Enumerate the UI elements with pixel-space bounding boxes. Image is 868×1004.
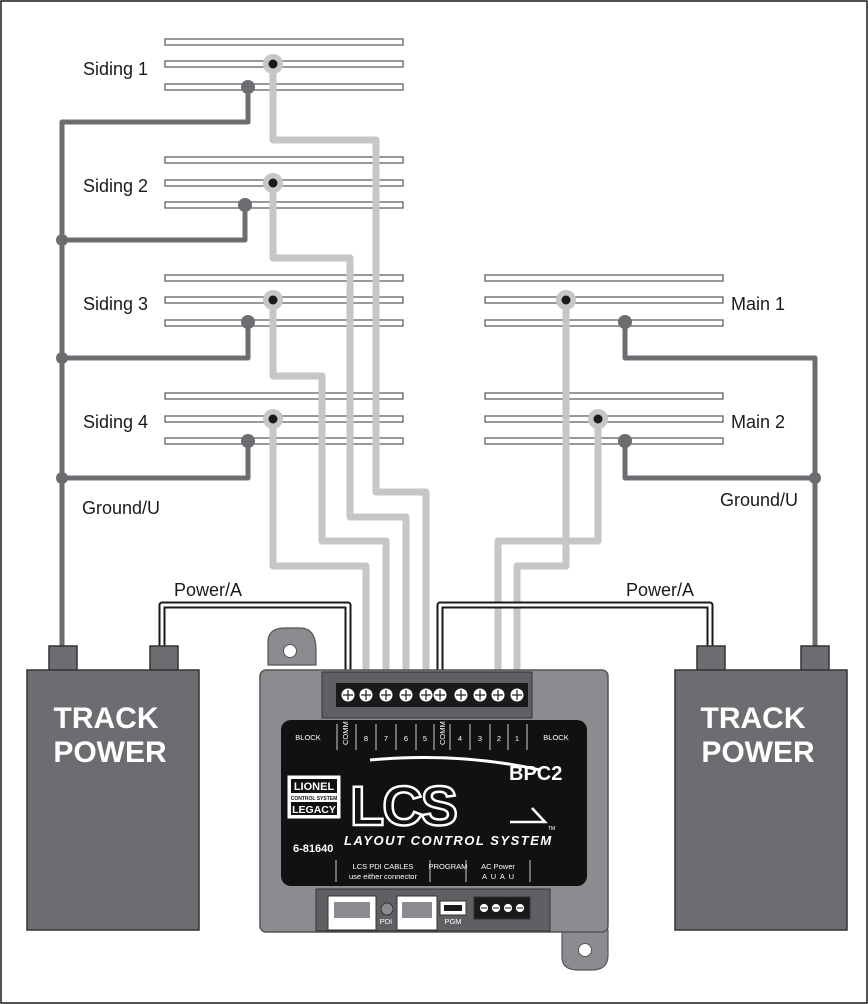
label-block-left: BLOCK [295,733,320,742]
main2-block-wire [494,419,602,680]
channel-label-dividers [336,724,528,750]
label-pdi-cables-line1: LCS PDI CABLES [353,862,414,871]
track-power-left-line2: POWER [53,736,167,769]
ac-power-terminal [473,896,531,920]
label-ch2: 2 [497,734,501,743]
ground-junctions [56,234,821,484]
main2-rail-outer [484,392,724,400]
label-pdi: PDI [380,917,393,926]
module-model: BPC2 [509,763,562,785]
label-ch5: 5 [423,734,427,743]
label-power-right: Power/A [626,580,694,600]
svg-text:LIONEL: LIONEL [294,781,335,793]
main2-rail-inner [484,437,724,445]
rail-feeders [238,54,632,448]
module-system-name: LAYOUT CONTROL SYSTEM [344,833,553,848]
label-ch3: 3 [478,734,482,743]
siding4-rail-outer [164,392,404,400]
label-ch1: 1 [515,734,519,743]
siding2-rail-center [164,179,404,187]
label-ch8: 8 [364,734,368,743]
main1-ground-wire [622,322,818,650]
svg-text:CONTROL SYSTEM: CONTROL SYSTEM [291,796,338,802]
siding3-rail-inner [164,319,404,327]
main2-ground-wire [622,441,815,481]
siding3-rail-outer [164,274,404,282]
mounting-hole-bottom [578,943,592,957]
siding4-block-wire [269,419,370,680]
label-ground-left: Ground/U [82,498,160,518]
lcs-logo: LCS TM [349,756,555,838]
svg-text:LEGACY: LEGACY [292,804,336,816]
track-power-right-line2: POWER [701,736,815,769]
bpc2-module: BLOCK COMM 8 7 6 5 COMM 4 3 2 1 BLOCK LI… [259,627,609,971]
siding2-block-wire [269,183,410,680]
label-ch4: 4 [458,734,462,743]
siding-tracks [164,38,724,445]
label-pdi-cables-line2: use either connector [349,872,417,881]
mounting-hole-top [283,644,297,658]
module-part-number: 6-81640 [293,843,333,855]
siding3-ground-wire [62,322,251,361]
block-wires [269,64,602,680]
track-power-left: TRACK POWER [26,645,200,931]
siding1-rail-center [164,60,404,68]
label-main-1: Main 1 [731,294,785,314]
lionel-legacy-logo: LIONEL CONTROL SYSTEM LEGACY [287,775,341,819]
ground-wires [59,87,818,650]
label-comm-left: COMM [341,721,350,745]
module-label-panel [281,720,587,886]
label-siding-4: Siding 4 [83,412,148,432]
track-power-right: TRACK POWER [674,645,848,931]
siding2-ground-wire [62,205,248,243]
main1-block-wire [513,300,570,680]
left-ground-trunk [59,87,251,650]
label-ch7: 7 [384,734,388,743]
siding3-block-wire [269,300,390,680]
siding4-rail-center [164,415,404,423]
label-comm-right: COMM [438,721,447,745]
label-ch6: 6 [404,734,408,743]
siding1-block-wire [269,64,430,680]
siding1-rail-inner [164,83,404,91]
siding2-rail-inner [164,201,404,209]
siding4-ground-wire [62,441,251,481]
track-power-right-line1: TRACK [701,702,806,735]
svg-text:TM: TM [548,826,555,832]
main1-rail-inner [484,319,724,327]
label-power-left: Power/A [174,580,242,600]
siding3-rail-center [164,296,404,304]
label-siding-1: Siding 1 [83,59,148,79]
label-program: PROGRAM [429,862,468,871]
pdi-led [380,902,394,916]
main1-rail-outer [484,274,724,282]
power-wires [158,601,714,680]
label-ac-power: AC Power [481,862,515,871]
label-ground-right: Ground/U [720,490,798,510]
label-siding-3: Siding 3 [83,294,148,314]
bottom-label-dividers [335,860,531,882]
label-main-2: Main 2 [731,412,785,432]
main1-rail-center [484,296,724,304]
svg-text:LCS: LCS [350,774,457,837]
label-block-right: BLOCK [543,733,568,742]
label-siding-2: Siding 2 [83,176,148,196]
siding1-rail-outer [164,38,404,46]
track-power-left-line1: TRACK [54,702,159,735]
label-pgm: PGM [444,917,461,926]
label-ac-pins: A U A U [482,872,514,881]
siding2-rail-outer [164,156,404,164]
siding4-rail-inner [164,437,404,445]
